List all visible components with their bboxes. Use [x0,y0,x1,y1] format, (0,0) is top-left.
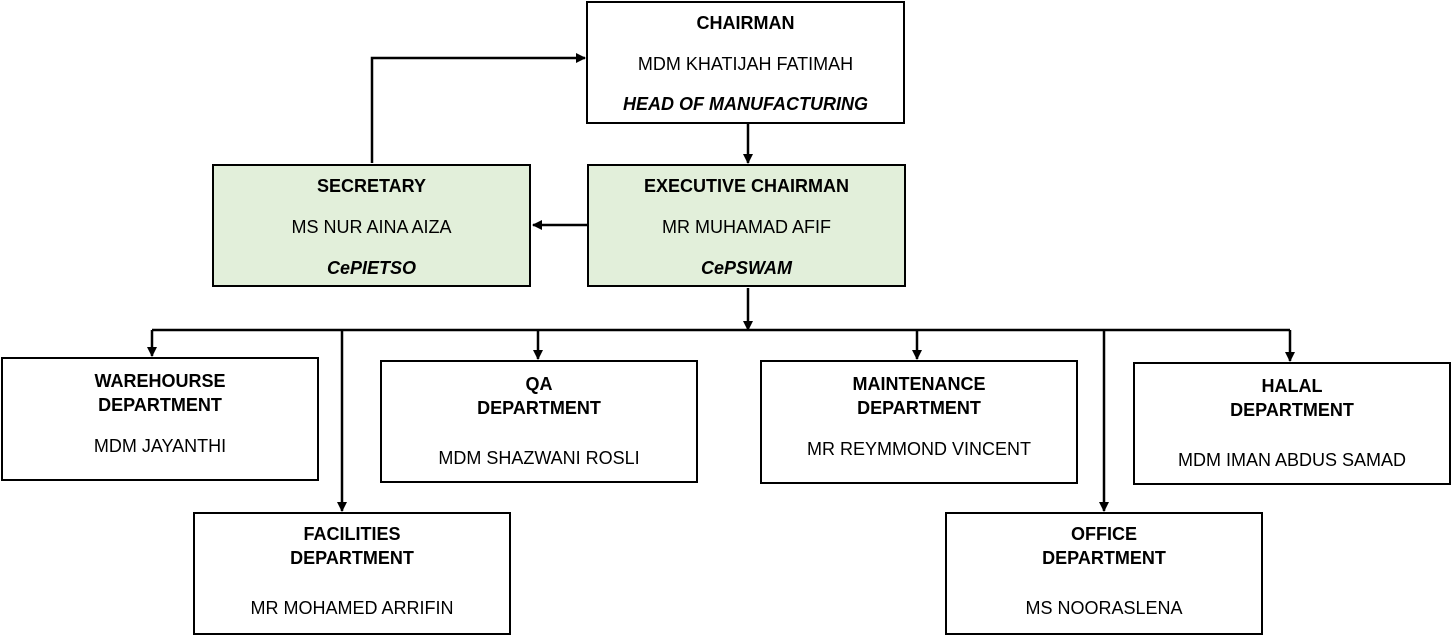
executive-chairman-box: EXECUTIVE CHAIRMAN MR MUHAMAD AFIF CePSW… [587,164,906,287]
office-department-box: OFFICE DEPARTMENT MS NOORASLENA [945,512,1263,635]
halal-department-box: HALAL DEPARTMENT MDM IMAN ABDUS SAMAD [1133,362,1451,485]
secretary-to-chairman-arrow [370,53,586,163]
maintenance-manager: MR REYMMOND VINCENT [807,439,1031,459]
chairman-name: MDM KHATIJAH FATIMAH [637,54,854,74]
executive-role: CePSWAM [700,258,792,278]
halal-manager: MDM IMAN ABDUS SAMAD [1177,450,1407,470]
secretary-title: SECRETARY [316,176,426,196]
warehouse-title-line2: DEPARTMENT [98,395,222,415]
office-title-line2: DEPARTMENT [1042,548,1166,568]
qa-title-line2: DEPARTMENT [477,398,601,418]
halal-title-line1: HALAL [1261,376,1323,396]
halal-title-line2: DEPARTMENT [1230,400,1354,420]
maintenance-title-line1: MAINTENANCE [852,374,986,394]
secretary-box: SECRETARY MS NUR AINA AIZA CePIETSO [212,164,531,287]
chairman-box: CHAIRMAN MDM KHATIJAH FATIMAH HEAD OF MA… [586,1,905,124]
warehouse-department-box: WAREHOURSE DEPARTMENT MDM JAYANTHI [1,357,319,481]
facilities-title-line2: DEPARTMENT [290,548,414,568]
qa-department-box: QA DEPARTMENT MDM SHAZWANI ROSLI [380,360,698,483]
qa-title-line1: QA [525,374,553,394]
warehouse-manager: MDM JAYANTHI [93,436,227,456]
office-title-line1: OFFICE [1071,524,1137,544]
office-manager: MS NOORASLENA [1025,598,1183,618]
facilities-department-box: FACILITIES DEPARTMENT MR MOHAMED ARRIFIN [193,512,511,635]
chairman-role: HEAD OF MANUFACTURING [623,94,868,114]
executive-name: MR MUHAMAD AFIF [662,217,831,237]
maintenance-department-box: MAINTENANCE DEPARTMENT MR REYMMOND VINCE… [760,360,1078,484]
facilities-title-line1: FACILITIES [303,524,401,544]
qa-manager: MDM SHAZWANI ROSLI [438,448,640,468]
maintenance-title-line2: DEPARTMENT [857,398,981,418]
facilities-manager: MR MOHAMED ARRIFIN [250,598,454,618]
secretary-role: CePIETSO [326,258,417,278]
secretary-name: MS NUR AINA AIZA [291,217,452,237]
executive-title: EXECUTIVE CHAIRMAN [643,176,849,196]
chairman-title: CHAIRMAN [696,13,795,33]
warehouse-title-line1: WAREHOURSE [94,371,226,391]
